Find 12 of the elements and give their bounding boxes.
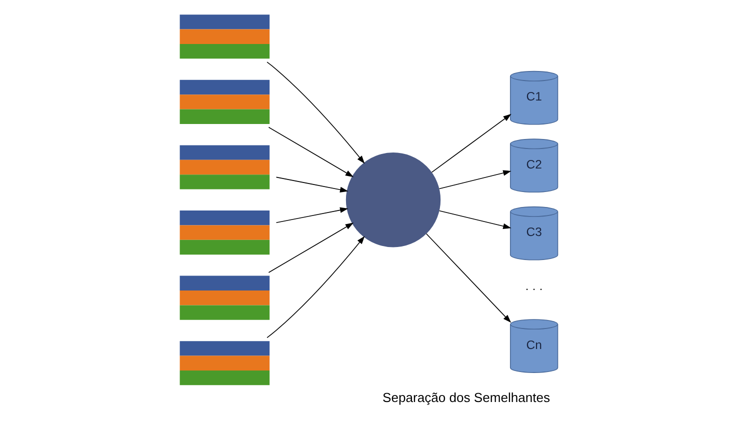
arrow — [276, 207, 348, 224]
arrow — [438, 170, 512, 190]
arrow — [438, 210, 512, 229]
caption: Separação dos Semelhantes — [382, 390, 550, 406]
arrow — [268, 222, 354, 273]
arrow — [266, 62, 365, 164]
arrow — [266, 236, 365, 338]
arrow — [431, 114, 512, 173]
arrow — [426, 233, 512, 323]
arrow — [268, 126, 354, 178]
label: · · · — [525, 284, 543, 296]
arrow — [276, 176, 348, 192]
